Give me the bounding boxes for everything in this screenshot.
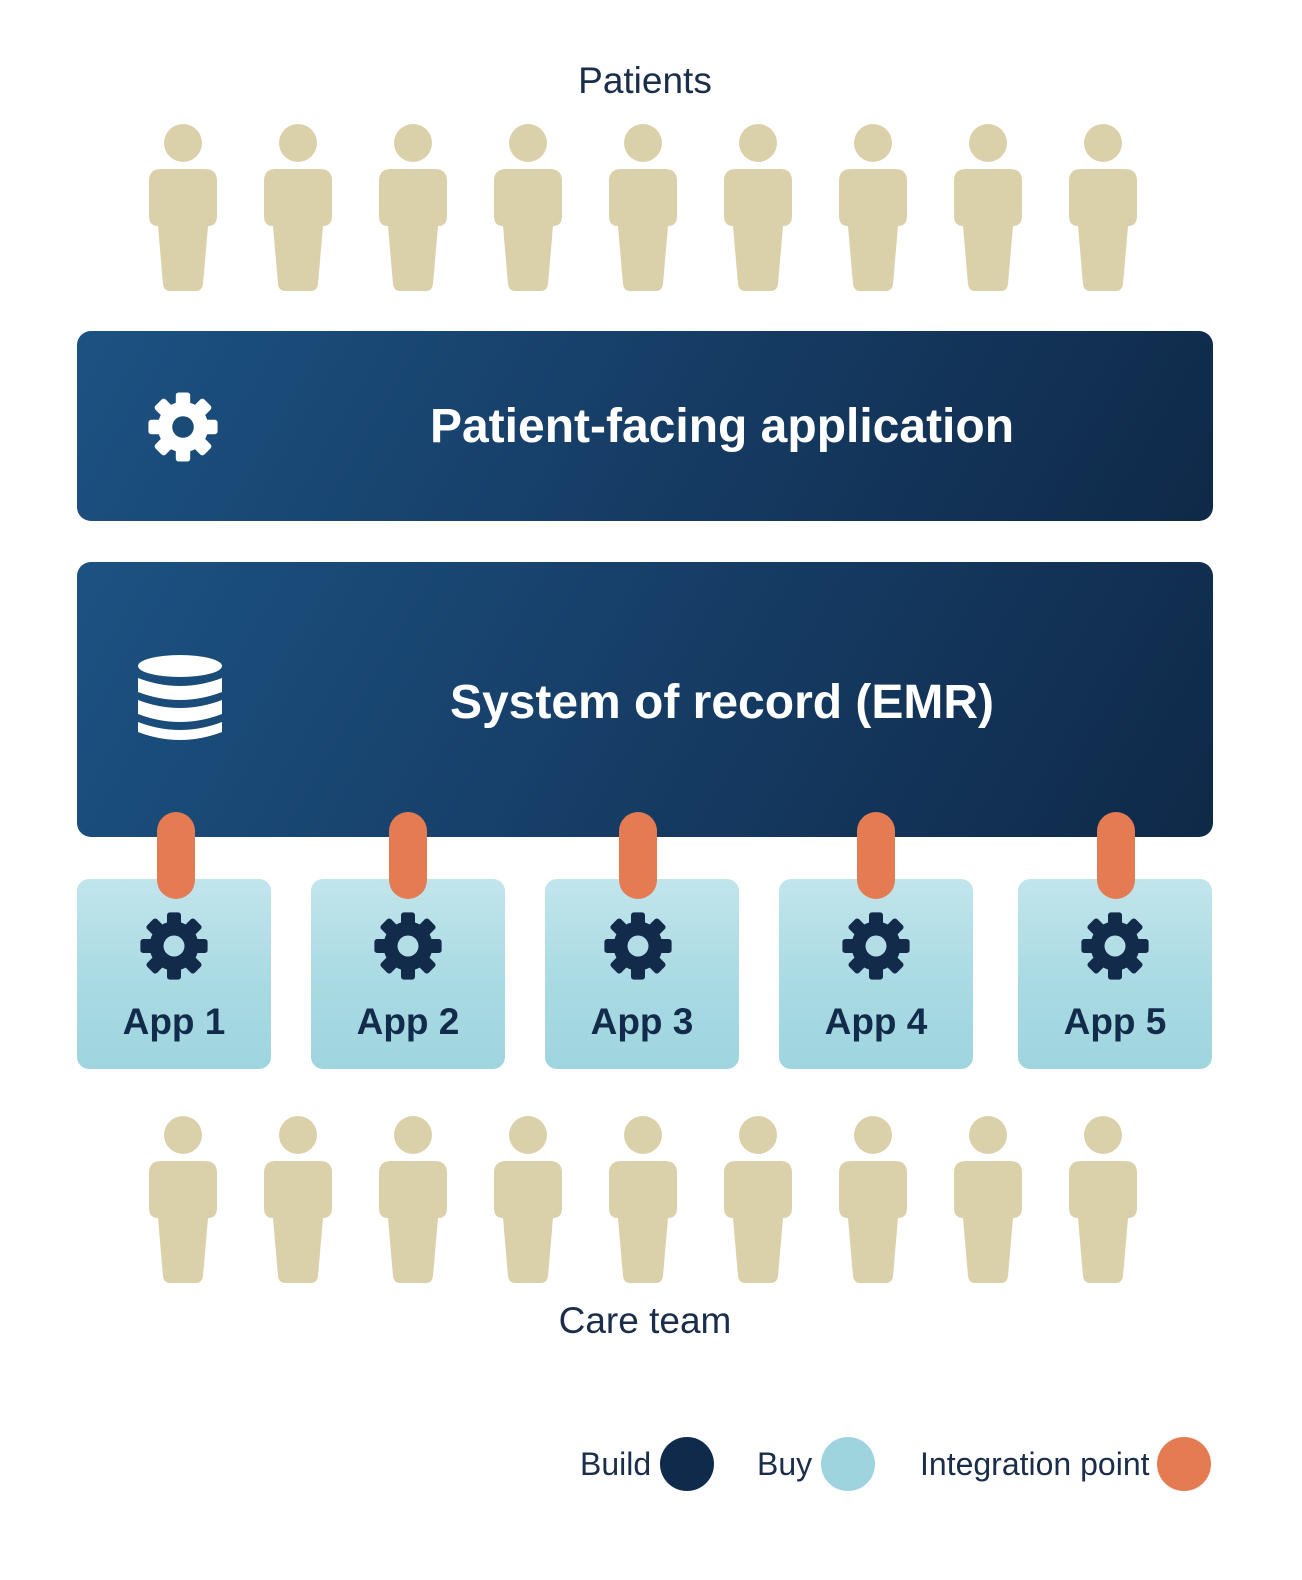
patients-label: Patients xyxy=(578,60,712,101)
person-icon xyxy=(952,1116,1024,1286)
patient-facing-app-title: Patient-facing application xyxy=(429,400,1015,453)
patient-facing-app-layer: Patient-facing application xyxy=(77,331,1213,521)
person-icon xyxy=(1067,1116,1139,1286)
app-label: App 3 xyxy=(590,1001,694,1042)
person-icon xyxy=(722,124,794,294)
legend-build-label: Build xyxy=(580,1446,652,1482)
database-icon xyxy=(137,654,223,749)
legend-buy-swatch xyxy=(821,1437,875,1491)
person-icon xyxy=(147,124,219,294)
app-label: App 2 xyxy=(356,1001,460,1042)
gear-icon xyxy=(1080,911,1150,986)
app-box-4: App 4 xyxy=(779,879,973,1069)
app-box-3: App 3 xyxy=(545,879,739,1069)
patients-row xyxy=(0,124,1302,294)
person-icon xyxy=(952,124,1024,294)
emr-layer: System of record (EMR) xyxy=(77,562,1213,837)
person-icon xyxy=(262,1116,334,1286)
person-icon xyxy=(262,124,334,294)
legend-build-swatch xyxy=(660,1437,714,1491)
person-icon xyxy=(1067,124,1139,294)
legend-buy-label: Buy xyxy=(757,1446,813,1482)
care-team-label: Care team xyxy=(558,1300,732,1341)
legend-integration-label: Integration point xyxy=(920,1446,1150,1482)
legend-integration-swatch xyxy=(1157,1437,1211,1491)
care-team-row xyxy=(0,1116,1302,1286)
person-icon xyxy=(492,124,564,294)
integration-point-5 xyxy=(1097,812,1135,899)
app-label: App 1 xyxy=(122,1001,226,1042)
integration-point-1 xyxy=(157,812,195,899)
app-label: App 5 xyxy=(1063,1001,1167,1042)
integration-point-3 xyxy=(619,812,657,899)
gear-icon xyxy=(603,911,673,986)
gear-icon xyxy=(147,391,219,468)
person-icon xyxy=(377,1116,449,1286)
app-box-1: App 1 xyxy=(77,879,271,1069)
gear-icon xyxy=(841,911,911,986)
person-icon xyxy=(837,124,909,294)
person-icon xyxy=(722,1116,794,1286)
app-box-5: App 5 xyxy=(1018,879,1212,1069)
integration-point-2 xyxy=(389,812,427,899)
person-icon xyxy=(377,124,449,294)
integration-point-4 xyxy=(857,812,895,899)
person-icon xyxy=(837,1116,909,1286)
person-icon xyxy=(607,124,679,294)
app-box-2: App 2 xyxy=(311,879,505,1069)
person-icon xyxy=(147,1116,219,1286)
person-icon xyxy=(492,1116,564,1286)
gear-icon xyxy=(373,911,443,986)
gear-icon xyxy=(139,911,209,986)
emr-title: System of record (EMR) xyxy=(449,676,995,729)
app-label: App 4 xyxy=(824,1001,928,1042)
person-icon xyxy=(607,1116,679,1286)
